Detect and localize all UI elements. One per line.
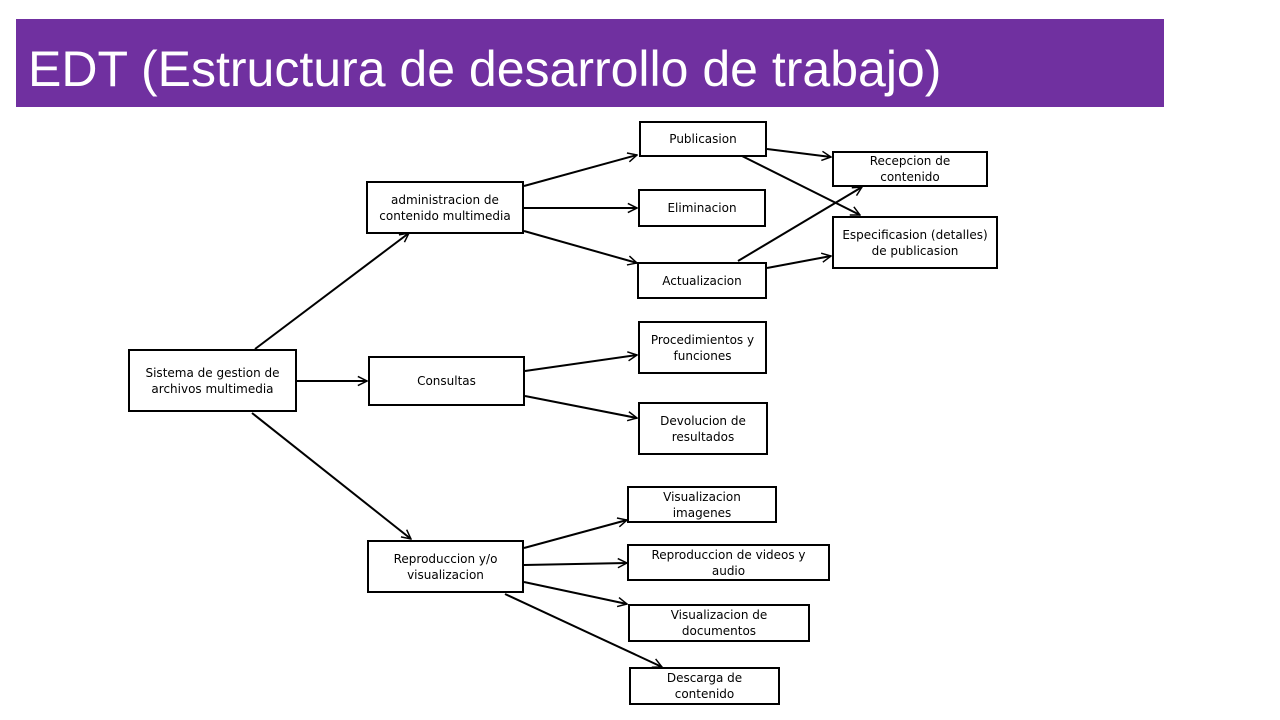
edge-publicacion-recepcion	[766, 148, 831, 157]
node-recepcion-label: Recepcion de contenido	[869, 154, 951, 184]
node-recepcion: Recepcion de contenido	[832, 151, 988, 187]
node-devolucion: Devolucion de resultados	[638, 402, 768, 455]
node-procedimientos-label: Procedimientos y funciones	[650, 332, 755, 363]
node-consultas-label: Consultas	[417, 374, 476, 388]
node-vis-imagenes-label: Visualizacion imagenes	[663, 489, 741, 520]
edge-actualizacion-especificacion	[766, 256, 831, 269]
edge-reproduccion-rep-videos	[523, 563, 627, 565]
connector-group	[251, 148, 862, 667]
node-admin: administracion de contenido multimedia	[366, 181, 524, 234]
node-rep-videos-label: Reproduccion de videos y audio	[651, 547, 806, 578]
node-eliminacion-label: Eliminacion	[667, 201, 737, 215]
node-publicacion-label: Publicasion	[669, 132, 737, 146]
page-title: EDT (Estructura de desarrollo de trabajo…	[28, 41, 942, 97]
edge-reproduccion-vis-documentos	[523, 581, 627, 604]
edge-consultas-procedimientos	[524, 355, 637, 372]
edge-admin-actualizacion	[523, 230, 637, 263]
edge-publicacion-especificacion	[741, 155, 860, 216]
edge-admin-publicacion	[523, 155, 637, 187]
node-devolucion-label: Devolucion de resultados	[660, 413, 746, 444]
node-root-label: Sistema de gestion de archivos multimedi…	[145, 365, 280, 396]
edge-root-reproduccion	[251, 412, 411, 539]
node-especificacion-label: Especificasion (detalles) de publicasion	[842, 227, 988, 258]
node-vis-documentos-label: Visualizacion de documentos	[670, 608, 768, 638]
edge-reproduccion-descarga	[504, 593, 662, 667]
node-especificacion: Especificasion (detalles) de publicasion	[832, 216, 998, 269]
node-reproduccion-label: Reproduccion y/o visualizacion	[393, 551, 498, 582]
node-root: Sistema de gestion de archivos multimedi…	[128, 349, 297, 412]
node-publicacion: Publicasion	[639, 121, 767, 157]
node-descarga-label: Descarga de contenido	[666, 671, 743, 701]
node-vis-imagenes: Visualizacion imagenes	[627, 486, 777, 523]
node-admin-label: administracion de contenido multimedia	[379, 192, 511, 223]
edge-root-admin	[254, 233, 409, 350]
node-actualizacion: Actualizacion	[637, 262, 767, 299]
node-procedimientos: Procedimientos y funciones	[638, 321, 767, 374]
node-vis-documentos: Visualizacion de documentos	[628, 604, 810, 642]
edge-actualizacion-recepcion	[737, 186, 862, 262]
node-reproduccion: Reproduccion y/o visualizacion	[367, 540, 524, 593]
edge-consultas-devolucion	[524, 395, 637, 418]
node-rep-videos: Reproduccion de videos y audio	[627, 544, 830, 581]
edge-reproduccion-vis-imagenes	[523, 520, 627, 549]
title-bar: EDT (Estructura de desarrollo de trabajo…	[16, 19, 1164, 107]
node-actualizacion-label: Actualizacion	[662, 273, 742, 288]
node-eliminacion: Eliminacion	[638, 189, 766, 227]
node-descarga: Descarga de contenido	[629, 667, 780, 705]
node-consultas: Consultas	[368, 356, 525, 406]
